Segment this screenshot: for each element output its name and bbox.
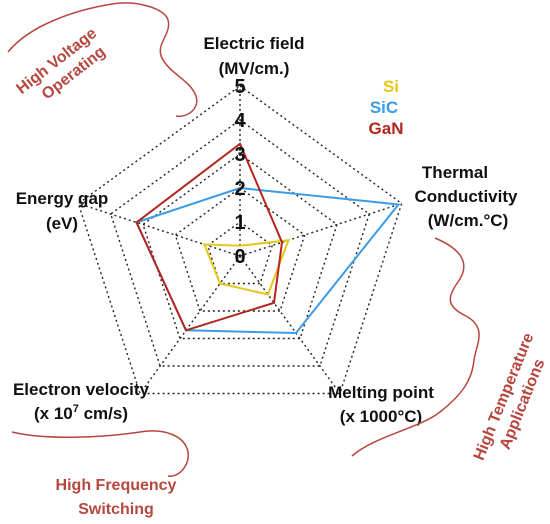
grid-ring-2 xyxy=(174,187,306,312)
axis-label-energy-gap: Energy gap xyxy=(16,189,109,208)
grid-ring-5 xyxy=(77,85,403,395)
tick-label-0: 0 xyxy=(234,246,245,268)
axis-label-thermal-unit: (W/cm.°C) xyxy=(428,211,508,230)
spoke-2 xyxy=(239,255,341,394)
series-sic xyxy=(135,186,401,335)
grid-ring-4 xyxy=(109,119,371,367)
axis-label-energy-gap-unit: (eV) xyxy=(46,214,78,233)
high-frequency-line-1: High Frequency xyxy=(56,477,177,494)
legend-gan: GaN xyxy=(369,119,404,138)
unit-prefix: (x 10 xyxy=(34,404,73,423)
tick-label-3: 3 xyxy=(234,144,245,166)
spoke-4 xyxy=(78,202,241,257)
unit-suffix: cm/s) xyxy=(79,404,128,423)
axis-label-melting-point-unit: (x 1000°C) xyxy=(340,407,422,426)
grid-ring-1 xyxy=(206,221,274,285)
axis-label-melting-point: Melting point xyxy=(328,383,434,402)
tick-label-1: 1 xyxy=(234,212,245,234)
tick-label-2: 2 xyxy=(234,178,245,200)
tick-label-4: 4 xyxy=(234,110,246,132)
series-gan xyxy=(135,142,284,332)
axis-label-electric-field: Electric field xyxy=(203,34,304,53)
spoke-1 xyxy=(239,202,402,257)
high-frequency-line-2: Switching xyxy=(78,501,154,518)
radial-tick-labels: 0 1 2 3 4 5 xyxy=(234,76,246,268)
high-voltage-squiggle xyxy=(7,2,198,117)
legend-si: Si xyxy=(383,77,399,96)
high-temperature-annotation: High Temperature Applications xyxy=(471,331,549,463)
axis-label-electric-field-unit: (MV/cm.) xyxy=(219,59,290,78)
radar-series xyxy=(135,142,401,335)
high-frequency-squiggle xyxy=(11,430,189,477)
high-temperature-squiggle xyxy=(351,237,480,457)
axis-label-conductivity: Conductivity xyxy=(415,187,518,206)
radar-spokes xyxy=(78,86,402,394)
axis-label-thermal: Thermal xyxy=(422,163,488,182)
spoke-3 xyxy=(139,255,241,394)
unit-exponent: 7 xyxy=(73,403,79,415)
tick-label-5: 5 xyxy=(234,76,245,98)
high-voltage-annotation: High Voltage Operating xyxy=(13,25,108,104)
axis-label-electron-velocity-unit: (x 107 cm/s) xyxy=(34,403,128,423)
radar-grid xyxy=(77,85,403,395)
axis-label-electron-velocity: Electron velocity xyxy=(13,380,150,399)
legend-sic: SiC xyxy=(370,98,398,117)
